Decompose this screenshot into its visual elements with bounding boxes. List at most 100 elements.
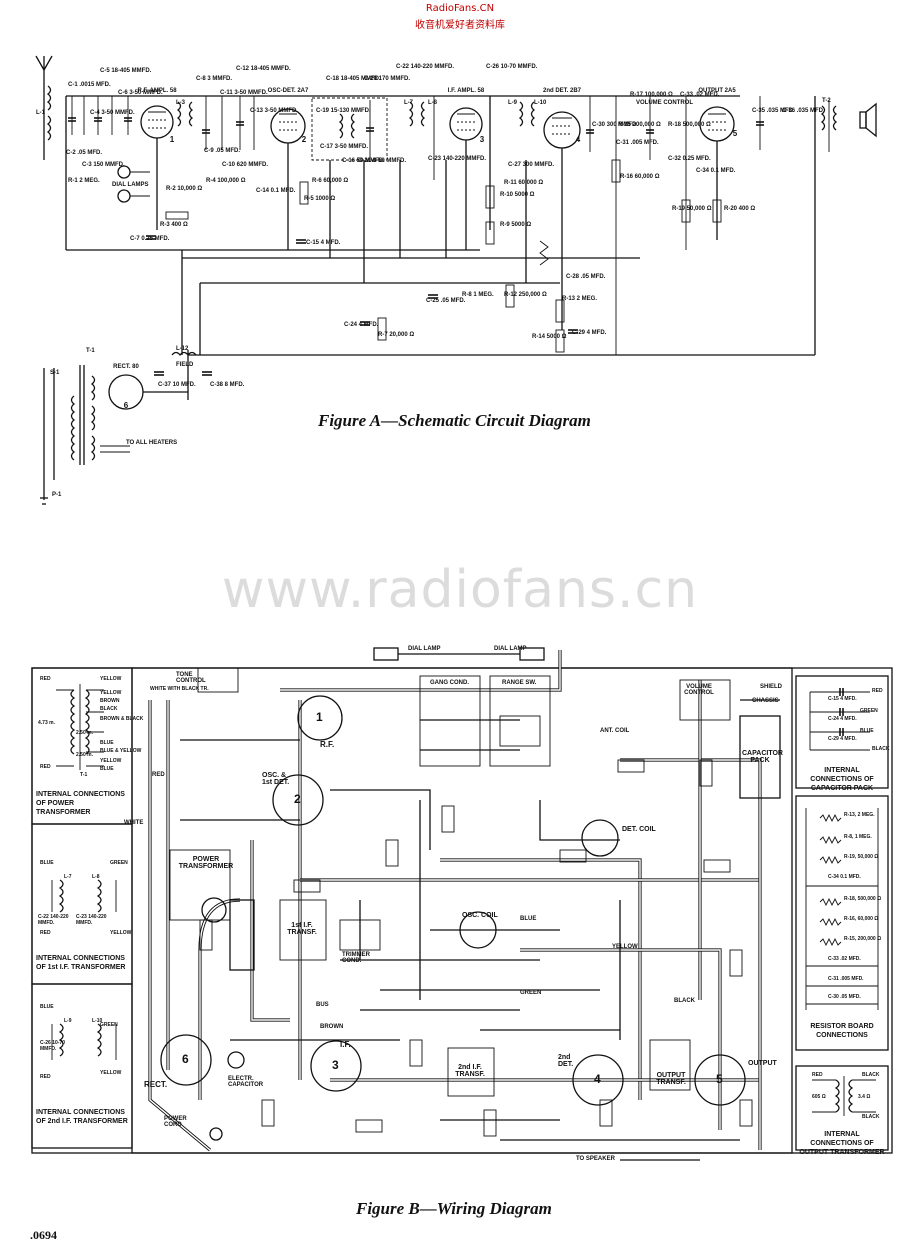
volume-control-label: VOLUME CONTROL xyxy=(636,100,693,106)
rb-note-c30: C-30 .05 MFD. xyxy=(828,994,861,1000)
comp-c35: C-35 .035 MFD. xyxy=(752,108,795,114)
pt-wire-brown: BROWN xyxy=(100,698,120,704)
tube-2-label: OSC-DET. 2A7 xyxy=(268,88,309,94)
pt-note-250a: 2.50 m. xyxy=(76,730,93,736)
wire-blue: BLUE xyxy=(520,916,537,922)
pt-wire-black: BLACK xyxy=(100,706,118,712)
tube-3-label: I.F. AMPL. 58 xyxy=(448,88,485,94)
to-speaker-label: TO SPEAKER xyxy=(576,1156,615,1162)
rb-note-r8: R-8, 1 MEG. xyxy=(844,834,872,840)
comp-c32: C-32 0.25 MFD. xyxy=(668,156,711,162)
ot-note-34: 3.4 Ω xyxy=(858,1094,871,1100)
comp-c37: C-37 10 MFD. xyxy=(158,382,196,388)
wire-red: RED xyxy=(152,772,165,778)
if2-label: 2nd I.F. TRANSF. xyxy=(455,1064,485,1078)
range-sw-outline xyxy=(489,675,551,767)
chassis-label: CHASSIS xyxy=(752,698,779,704)
socket-output xyxy=(694,1054,746,1106)
comp-c36: C-36 .035 MFD. xyxy=(782,108,825,114)
single-wires xyxy=(180,699,780,1161)
p1-label: P-1 xyxy=(52,492,62,498)
comp-c18: C-18 18-405 MMFD. xyxy=(326,76,381,82)
site-slogan: 收音机爱好者资料库 xyxy=(415,20,505,31)
rb-note-r15: R-15, 200,000 Ω xyxy=(844,936,882,942)
power-supply xyxy=(40,350,212,505)
figure-b-caption: Figure B—Wiring Diagram xyxy=(356,1199,552,1218)
cp-note-c29: C-29 4 MFD. xyxy=(828,736,857,742)
l10-label: L-10 xyxy=(534,100,547,106)
power-cord-label: POWER CORD xyxy=(164,1116,187,1128)
if1-wire-red: RED xyxy=(40,930,51,936)
comp-c27: C-27 300 MMFD. xyxy=(508,162,554,168)
tube-2-number: 2 xyxy=(302,135,307,144)
l8-label: L-8 xyxy=(428,100,438,106)
capacitor-pack-label: CAPACITOR PACK xyxy=(742,750,783,764)
pt-note-t1: T-1 xyxy=(80,772,88,778)
trimmer-cond-outline xyxy=(339,919,381,951)
comp-c5: C-5 18-405 MMFD. xyxy=(100,68,152,74)
volume-control-outline xyxy=(679,679,731,721)
tube-number-4: 4 xyxy=(594,1072,601,1086)
comp-r9: R-9 5000 Ω xyxy=(500,222,531,228)
rb-note-r18: R-18, 500,000 Ω xyxy=(844,896,882,902)
t1-label: T-1 xyxy=(86,348,95,354)
rf-section xyxy=(46,85,194,230)
pt-note-473: 4.73 m. xyxy=(38,720,55,726)
pt-wire-yellow-3: YELLOW xyxy=(100,758,122,764)
tube-3-number: 3 xyxy=(480,135,485,144)
rb-note-r19: R-19, 50,000 Ω xyxy=(844,854,879,860)
comp-c10: C-10 620 MMFD. xyxy=(222,162,268,168)
l9-label: L-9 xyxy=(508,100,518,106)
s1-label: S-1 xyxy=(50,370,60,376)
comp-r4: R-4 100,000 Ω xyxy=(206,178,246,184)
resistor-board xyxy=(805,808,879,1010)
shield-label: SHIELD xyxy=(760,684,783,690)
comp-r13: R-13 2 MEG. xyxy=(562,296,597,302)
output-transformer-box xyxy=(795,1065,889,1151)
socket-if xyxy=(310,1040,362,1092)
if2-note-l9: L-9 xyxy=(64,1018,72,1024)
if2-note-l10: L-10 xyxy=(92,1018,103,1024)
comp-c15: C-15 4 MFD. xyxy=(306,240,341,246)
tube-number-1: 1 xyxy=(316,710,323,724)
if2-box-title: INTERNAL CONNECTIONS OF 2nd I.F. TRANSFO… xyxy=(36,1109,128,1125)
gang-cond-label: GANG COND. xyxy=(430,680,469,686)
if1-wire-green: GREEN xyxy=(110,860,128,866)
rb-note-c31: C-31 .005 MFD. xyxy=(828,976,864,982)
comp-r19: R-19 50,000 Ω xyxy=(672,206,712,212)
comp-r5: R-5 1000 Ω xyxy=(304,196,335,202)
second-det-label: 2nd DET. xyxy=(558,1054,574,1068)
watermark: www.radiofans.cn xyxy=(221,560,699,620)
comp-c33: C-33 .02 MFD. xyxy=(680,92,720,98)
comp-c3: C-3 150 MMFD. xyxy=(82,162,125,168)
comp-r8: R-8 1 MEG. xyxy=(462,292,494,298)
capacitor-pack-outline xyxy=(739,715,781,799)
osc-coil-outline xyxy=(459,911,497,949)
socket-osc-det xyxy=(272,774,324,826)
tube-1-number: 1 xyxy=(170,135,175,144)
output-transf-outline xyxy=(649,1039,691,1091)
comp-r16: R-16 60,000 Ω xyxy=(620,174,660,180)
l3-label: L-3 xyxy=(176,100,186,106)
tube-1-label: R.F. AMPL. 58 xyxy=(137,88,177,94)
comp-c19: C-19 15-130 MMFD. xyxy=(316,108,371,114)
output-section xyxy=(699,96,877,240)
comp-c8: C-8 3 MMFD. xyxy=(196,76,232,82)
wire-white: WHITE xyxy=(124,820,144,826)
wire-black: BLACK xyxy=(674,998,695,1004)
output-transf-label: OUTPUT TRANSF. xyxy=(656,1072,686,1086)
comp-c6: C-6 3-50 MMFD. xyxy=(118,90,163,96)
comp-c9: C-9 .05 MFD. xyxy=(204,148,240,154)
output-label: OUTPUT xyxy=(748,1060,777,1067)
tube-number-6: 6 xyxy=(182,1052,189,1066)
comp-c30: C-30 300 MMFD. xyxy=(592,122,638,128)
range-sw-label: RANGE SW. xyxy=(502,680,537,686)
site-name: RadioFans.CN xyxy=(425,3,495,14)
comp-c12: C-12 18-405 MMFD. xyxy=(236,66,291,72)
wire-green: GREEN xyxy=(520,990,542,996)
field-label: FIELD xyxy=(176,362,194,368)
socket-rf xyxy=(297,695,343,741)
wire-brown: BROWN xyxy=(320,1024,344,1030)
tube-number-3: 3 xyxy=(332,1058,339,1072)
